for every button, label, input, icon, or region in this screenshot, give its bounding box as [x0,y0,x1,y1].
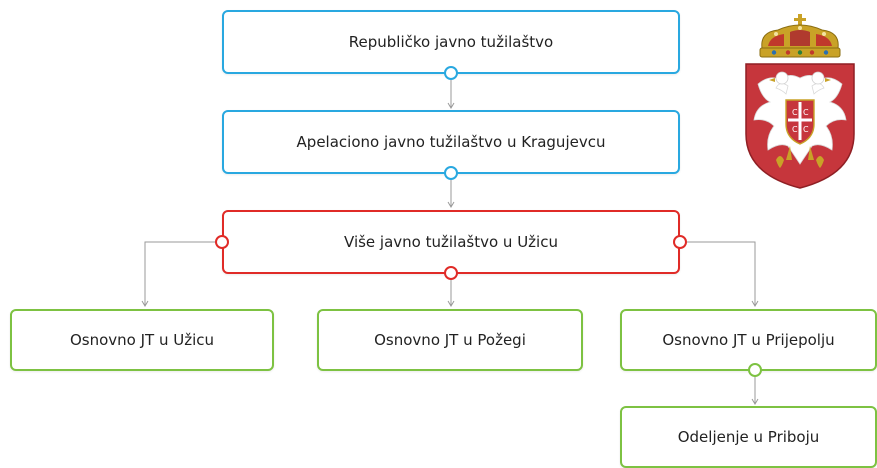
svg-text:C: C [803,108,809,117]
serbia-coat-of-arms-icon: C C C C [745,14,855,189]
node-label: Osnovno JT u Užicu [69,331,215,349]
node-republicko-javno-tuzilastvo[interactable]: Republičko javno tužilaštvo [222,10,680,74]
node-label: Republičko javno tužilaštvo [348,33,554,51]
node-vise-javno-tuzilastvo[interactable]: Više javno tužilaštvo u Užicu [222,210,680,274]
svg-text:C: C [792,108,798,117]
node-osnovno-jt-uzice[interactable]: Osnovno JT u Užicu [10,309,274,371]
connector-port [444,66,458,80]
connector-port [673,235,687,249]
svg-text:C: C [792,125,798,134]
node-odeljenje-priboj[interactable]: Odeljenje u Priboju [620,406,877,468]
node-label: Osnovno JT u Prijepolju [662,331,835,349]
node-label: Više javno tužilaštvo u Užicu [344,233,558,251]
connector-port [444,166,458,180]
crown-icon [759,14,841,58]
node-label: Apelaciono javno tužilaštvo u Kragujevcu [296,133,606,151]
connector-port [444,266,458,280]
connector-port [748,363,762,377]
node-osnovno-jt-pozega[interactable]: Osnovno JT u Požegi [317,309,583,371]
connector-vise-prijepolje [684,241,759,307]
connector-vise-uzice [141,241,216,307]
node-apelaciono-javno-tuzilastvo[interactable]: Apelaciono javno tužilaštvo u Kragujevcu [222,110,680,174]
node-label: Osnovno JT u Požegi [374,331,526,349]
svg-text:C: C [803,125,809,134]
connector-port [215,235,229,249]
node-label: Odeljenje u Priboju [677,428,820,446]
node-osnovno-jt-prijepolje[interactable]: Osnovno JT u Prijepolju [620,309,877,371]
